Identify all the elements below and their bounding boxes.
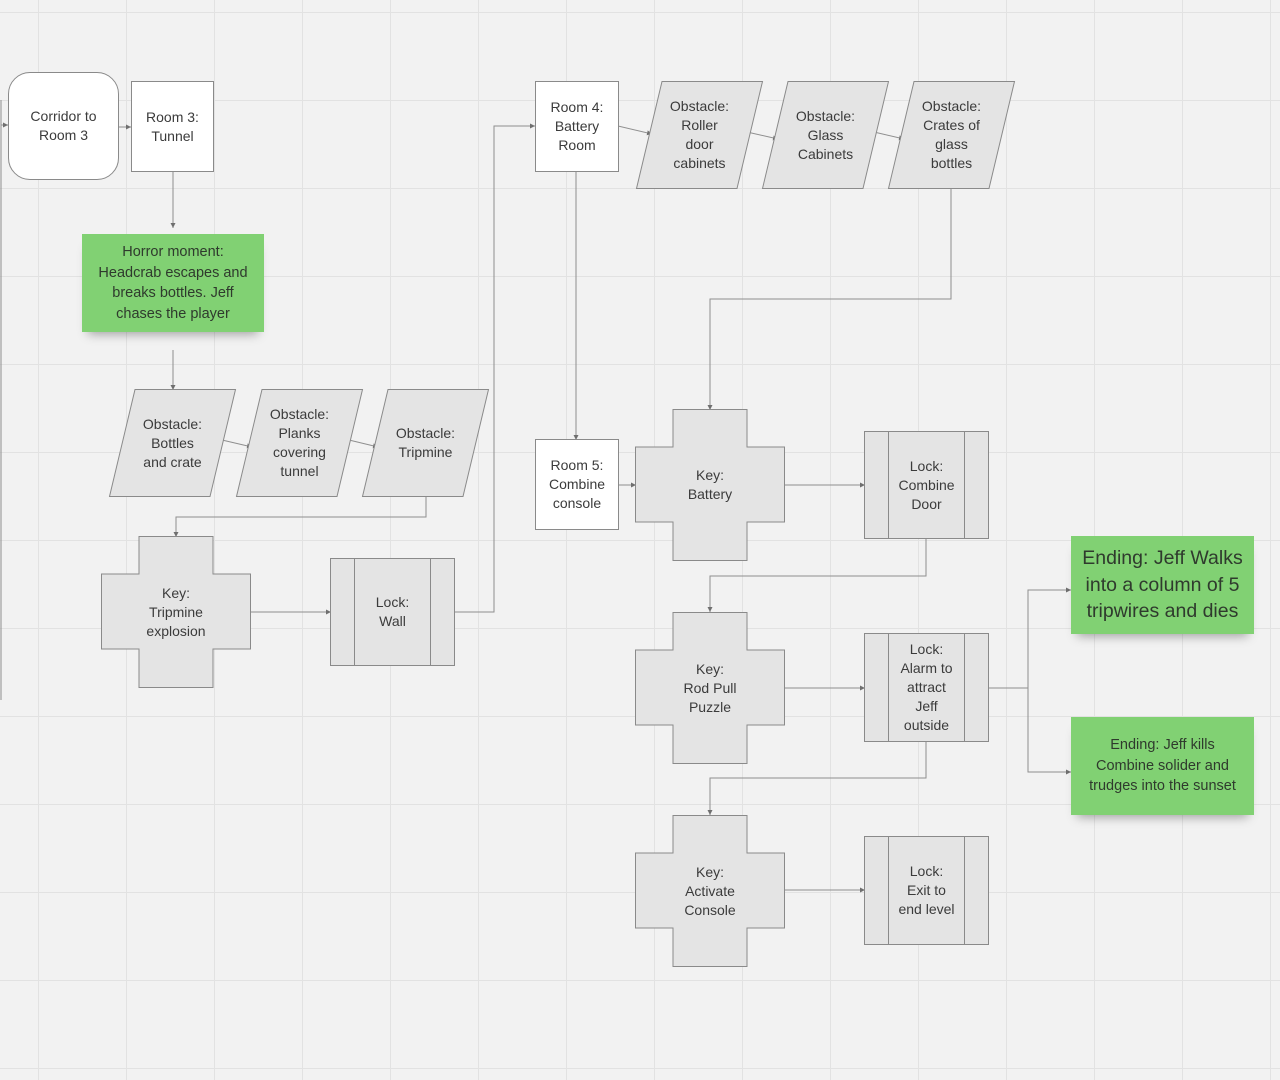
ending-kills-label: Ending: Jeff kills Combine solider and t…: [1089, 737, 1236, 795]
parallelogram-shape: [361, 389, 490, 497]
horror-moment-note[interactable]: Horror moment: Headcrab escapes and brea…: [82, 234, 264, 332]
lock-combine-door-node[interactable]: Lock: Combine Door: [864, 431, 989, 539]
obstacle-planks-label: Obstacle: Planks covering tunnel: [269, 406, 330, 479]
key-battery-node[interactable]: Key: Battery: [635, 409, 785, 561]
horror-moment-label: Horror moment: Headcrab escapes and brea…: [98, 244, 248, 322]
room5-console-node[interactable]: Room 5: Combine console: [535, 439, 619, 530]
edge-planks-to-tripmine: [348, 439, 379, 449]
ending-tripwires-label: Ending: Jeff Walks into a column of 5 tr…: [1082, 547, 1243, 623]
lock-bar-left: [888, 634, 889, 741]
edge-tripmine-to-key: [173, 496, 427, 537]
edge-wall-to-room4: [454, 123, 535, 613]
lock-alarm-node[interactable]: Lock: Alarm to attract Jeff outside: [864, 633, 989, 742]
key-rod-pull-label: Key: Rod Pull Puzzle: [683, 660, 737, 715]
lock-bar-right: [964, 432, 965, 538]
lock-bar-right: [964, 634, 965, 741]
parallelogram-shape: [108, 389, 237, 497]
lock-bar-left: [888, 432, 889, 538]
edge-crates-to-battery: [707, 188, 952, 410]
lock-bar-right: [430, 559, 431, 665]
parallelogram-shape: [235, 389, 364, 497]
obstacle-bottles-crate-label: Obstacle: Bottles and crate: [142, 415, 203, 470]
edge-room4-to-roller: [617, 125, 653, 136]
room3-tunnel-label: Room 3: Tunnel: [146, 108, 199, 144]
room3-tunnel-node[interactable]: Room 3: Tunnel: [131, 81, 214, 172]
lock-exit-label: Lock: Exit to end level: [898, 863, 955, 917]
obstacle-tripmine-node[interactable]: Obstacle: Tripmine: [361, 389, 490, 497]
cross-shape: [635, 409, 785, 561]
edge-alarm-to-ending-kills: [1027, 688, 1071, 775]
room4-battery-node[interactable]: Room 4: Battery Room: [535, 81, 619, 172]
edge-combine-door-to-rodpull: [707, 538, 927, 612]
obstacle-roller-door-node[interactable]: Obstacle: Roller door cabinets: [635, 81, 764, 189]
key-tripmine-explosion-node[interactable]: Key: Tripmine explosion: [101, 536, 251, 688]
lock-wall-node[interactable]: Lock: Wall: [330, 558, 455, 666]
key-activate-console-label: Key: Activate Console: [684, 863, 736, 918]
key-tripmine-explosion-label: Key: Tripmine explosion: [146, 584, 206, 639]
ending-tripwires-note[interactable]: Ending: Jeff Walks into a column of 5 tr…: [1071, 536, 1254, 634]
lock-wall-label: Lock: Wall: [375, 594, 410, 629]
cross-shape: [101, 536, 251, 688]
corridor-room3-node[interactable]: Corridor to Room 3: [8, 72, 119, 180]
obstacle-bottles-crate-node[interactable]: Obstacle: Bottles and crate: [108, 389, 237, 497]
key-activate-console-node[interactable]: Key: Activate Console: [635, 815, 785, 967]
obstacle-crates-glass-label: Obstacle: Crates of glass bottles: [921, 98, 982, 171]
cross-shape: [635, 815, 785, 967]
edge-glass-to-crates: [873, 131, 905, 141]
parallelogram-shape: [887, 81, 1016, 189]
edge-bottles-to-planks: [221, 439, 253, 449]
lock-combine-door-label: Lock: Combine Door: [898, 457, 955, 512]
ending-kills-note[interactable]: Ending: Jeff kills Combine solider and t…: [1071, 717, 1254, 815]
key-battery-label: Key: Battery: [687, 467, 733, 502]
obstacle-roller-door-label: Obstacle: Roller door cabinets: [669, 98, 730, 171]
lock-alarm-label: Lock: Alarm to attract Jeff outside: [900, 641, 953, 733]
obstacle-crates-glass-node[interactable]: Obstacle: Crates of glass bottles: [887, 81, 1016, 189]
edge-alarm-to-activate: [707, 741, 927, 815]
edge-alarm-to-ending-tripwires: [1027, 587, 1071, 688]
lock-exit-node[interactable]: Lock: Exit to end level: [864, 836, 989, 945]
lock-bar-left: [888, 837, 889, 944]
parallelogram-shape: [761, 81, 890, 189]
obstacle-glass-cabinets-label: Obstacle: Glass Cabinets: [795, 107, 856, 162]
cross-shape: [635, 612, 785, 764]
obstacle-planks-node[interactable]: Obstacle: Planks covering tunnel: [235, 389, 364, 497]
obstacle-tripmine-label: Obstacle: Tripmine: [395, 425, 456, 460]
obstacle-glass-cabinets-node[interactable]: Obstacle: Glass Cabinets: [761, 81, 890, 189]
key-rod-pull-node[interactable]: Key: Rod Pull Puzzle: [635, 612, 785, 764]
lock-bar-right: [964, 837, 965, 944]
corridor-room3-label: Corridor to Room 3: [30, 108, 97, 143]
room5-console-label: Room 5: Combine console: [548, 457, 606, 511]
lock-bar-left: [354, 559, 355, 665]
edge-roller-to-glass: [746, 131, 779, 141]
room4-battery-label: Room 4: Battery Room: [550, 99, 604, 153]
parallelogram-shape: [635, 81, 764, 189]
